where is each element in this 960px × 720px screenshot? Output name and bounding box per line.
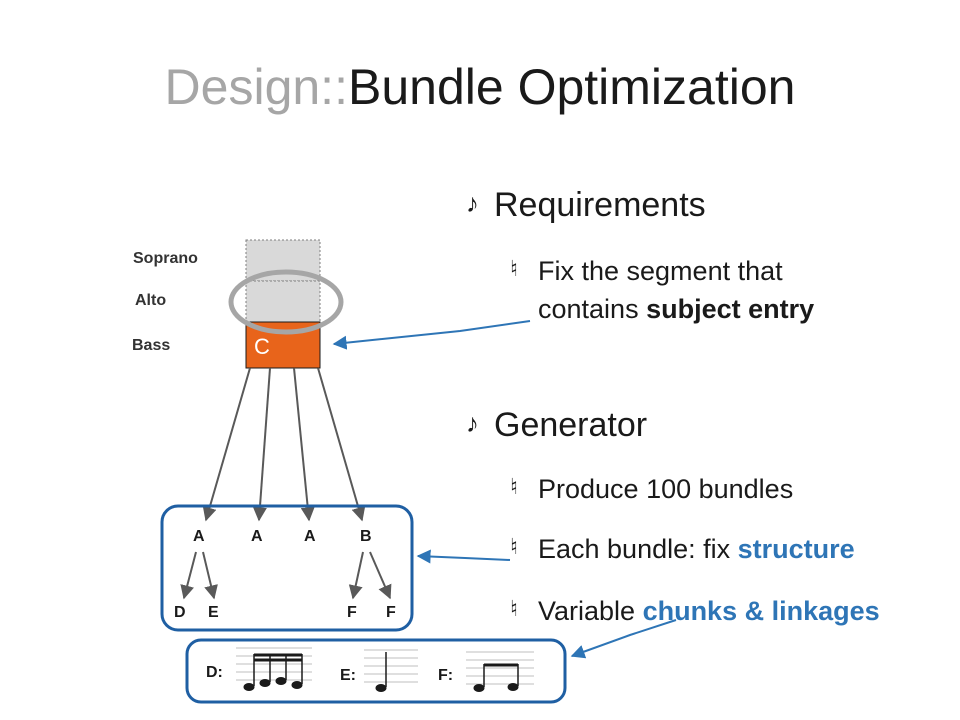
slide-title: Design::Bundle Optimization <box>0 58 960 116</box>
fix-segment-line1: Fix the segment that <box>538 256 783 286</box>
fix-segment-line2-plain: contains <box>538 294 647 324</box>
natural-sign-icon: ♮ <box>510 596 518 621</box>
each-bundle-text: Each bundle: fix structure <box>538 530 855 568</box>
chunk-d-notation <box>236 647 312 691</box>
bullet-requirements: ♪ Requirements <box>466 186 706 224</box>
voice-label-alto: Alto <box>135 292 167 309</box>
arrow-to-segment <box>332 320 531 350</box>
chunks-box <box>185 638 567 704</box>
tree-node-a2: A <box>251 528 263 545</box>
bullet-produce-bundles: ♮ Produce 100 bundles <box>510 470 793 508</box>
fan-line-3 <box>293 367 315 522</box>
tree-node-d: D <box>174 604 186 621</box>
structure-text: structure <box>737 534 855 564</box>
bullet-generator: ♪ Generator <box>466 406 647 444</box>
natural-sign-icon: ♮ <box>510 474 518 499</box>
chunk-f-notation <box>466 651 534 692</box>
structure-box <box>160 504 414 632</box>
tree-node-a3: A <box>304 528 316 545</box>
chunk-label-f: F: <box>438 667 454 684</box>
variable-plain: Variable <box>538 596 643 626</box>
bullet-each-bundle: ♮ Each bundle: fix structure <box>510 530 855 568</box>
eighth-note-icon: ♪ <box>466 408 479 438</box>
fix-segment-text: Fix the segment that contains subject en… <box>538 252 814 328</box>
bass-note-label: C <box>254 334 270 359</box>
each-bundle-plain: Each bundle: fix <box>538 534 738 564</box>
branch-a-e <box>202 551 218 600</box>
fan-line-2 <box>252 367 271 522</box>
produce-bundles-text: Produce 100 bundles <box>538 474 794 504</box>
alto-cell <box>245 280 321 323</box>
fix-segment-line2: contains subject entry <box>538 290 814 328</box>
generator-label: Generator <box>494 406 648 444</box>
title-prefix: Design:: <box>164 59 348 115</box>
arrow-to-structure <box>416 549 511 564</box>
tree-node-f1: F <box>347 604 357 621</box>
arrow-to-chunks <box>570 619 677 659</box>
variable-chunks-text: Variable chunks & linkages <box>538 592 880 630</box>
tree-node-e: E <box>208 604 219 621</box>
tree-node-f2: F <box>386 604 396 621</box>
natural-sign-icon: ♮ <box>510 256 518 281</box>
title-main: Bundle Optimization <box>347 59 796 115</box>
fan-line-4 <box>317 367 366 522</box>
subject-entry-text: subject entry <box>646 294 815 324</box>
branch-a-d <box>180 551 197 600</box>
chunk-e-notation <box>364 649 418 692</box>
bullet-variable-chunks: ♮ Variable chunks & linkages <box>510 592 880 630</box>
bullet-fix-segment: ♮ Fix the segment that contains subject … <box>510 252 814 328</box>
branch-b-f2 <box>369 551 392 600</box>
fan-line-1 <box>202 367 251 522</box>
requirements-label: Requirements <box>494 186 706 224</box>
chunks-linkages-text: chunks & linkages <box>642 596 880 626</box>
natural-sign-icon: ♮ <box>510 534 518 559</box>
chunk-label-d: D: <box>206 664 223 681</box>
eighth-note-icon: ♪ <box>466 188 479 218</box>
tree-node-a1: A <box>193 528 205 545</box>
chunk-label-e: E: <box>340 667 356 684</box>
voice-label-soprano: Soprano <box>133 250 198 267</box>
branch-b-f1 <box>348 551 364 600</box>
voice-label-bass: Bass <box>132 337 171 354</box>
selection-ellipse <box>228 269 344 335</box>
tree-node-b: B <box>360 528 372 545</box>
